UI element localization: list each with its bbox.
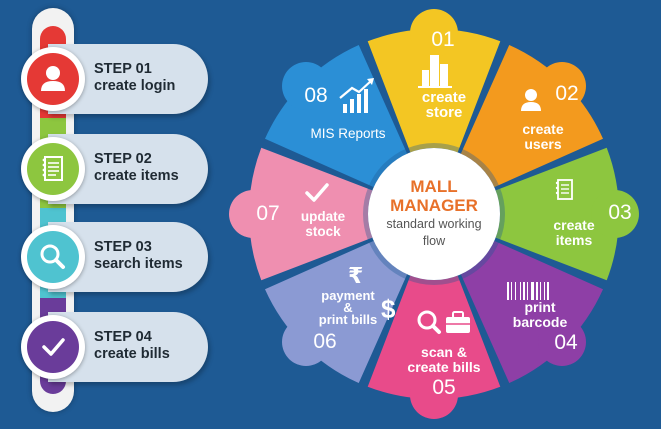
segment-number-tab [410,9,458,57]
checkmark-icon [305,183,329,202]
segment-number: 08 [304,84,328,107]
magnifier-icon [21,225,85,289]
segment-number-tab [229,190,277,238]
svg-text:₹: ₹ [348,264,363,289]
step-title: STEP 03 [94,239,152,255]
segment-label: payment&print bills [318,288,378,327]
segment-number: 02 [555,82,579,105]
segment-number: 01 [431,28,455,51]
barcode-icon [507,282,549,300]
segment-number: 03 [608,201,632,224]
wheel-segment [460,240,604,384]
step-title: STEP 02 [94,151,152,167]
step-subtitle: search items [94,256,183,272]
segment-number: 07 [256,202,280,225]
segment-label: MIS Reports [310,126,386,141]
segment-number-tab [410,371,458,419]
user-icon [21,47,85,111]
chart-icon [339,78,374,113]
segment-number-tab [537,62,586,111]
wheel-segment [249,147,373,281]
checkmark-icon [21,315,85,379]
wheel-segment [264,240,408,384]
notepad-icon [555,179,573,200]
segment-number-tab [282,62,331,111]
svg-text:$: $ [381,294,396,324]
wheel-segment [367,28,501,153]
segment-label: scan &create bills [407,344,481,375]
center-circle [368,148,500,280]
wheel-segment [495,147,620,281]
rupee-dollar-icon: ₹ $ [348,264,396,324]
segment-number-tab [537,317,586,366]
step-subtitle: create bills [94,346,170,362]
step-title: STEP 04 [94,329,152,345]
buildings-icon [418,55,452,88]
notepad-icon [21,137,85,201]
search-briefcase-icon [417,310,470,334]
segment-number: 05 [432,376,456,399]
segment-number: 06 [313,330,337,353]
user-icon [521,89,541,111]
wheel-segment [367,275,501,399]
step-subtitle: create login [94,78,176,94]
step-subtitle: create items [94,168,179,184]
step-title: STEP 01 [94,61,152,77]
wheel-segment [460,44,604,188]
segment-number-tab [282,317,331,366]
segment-number: 04 [554,331,578,354]
segment-number-tab [591,190,639,238]
